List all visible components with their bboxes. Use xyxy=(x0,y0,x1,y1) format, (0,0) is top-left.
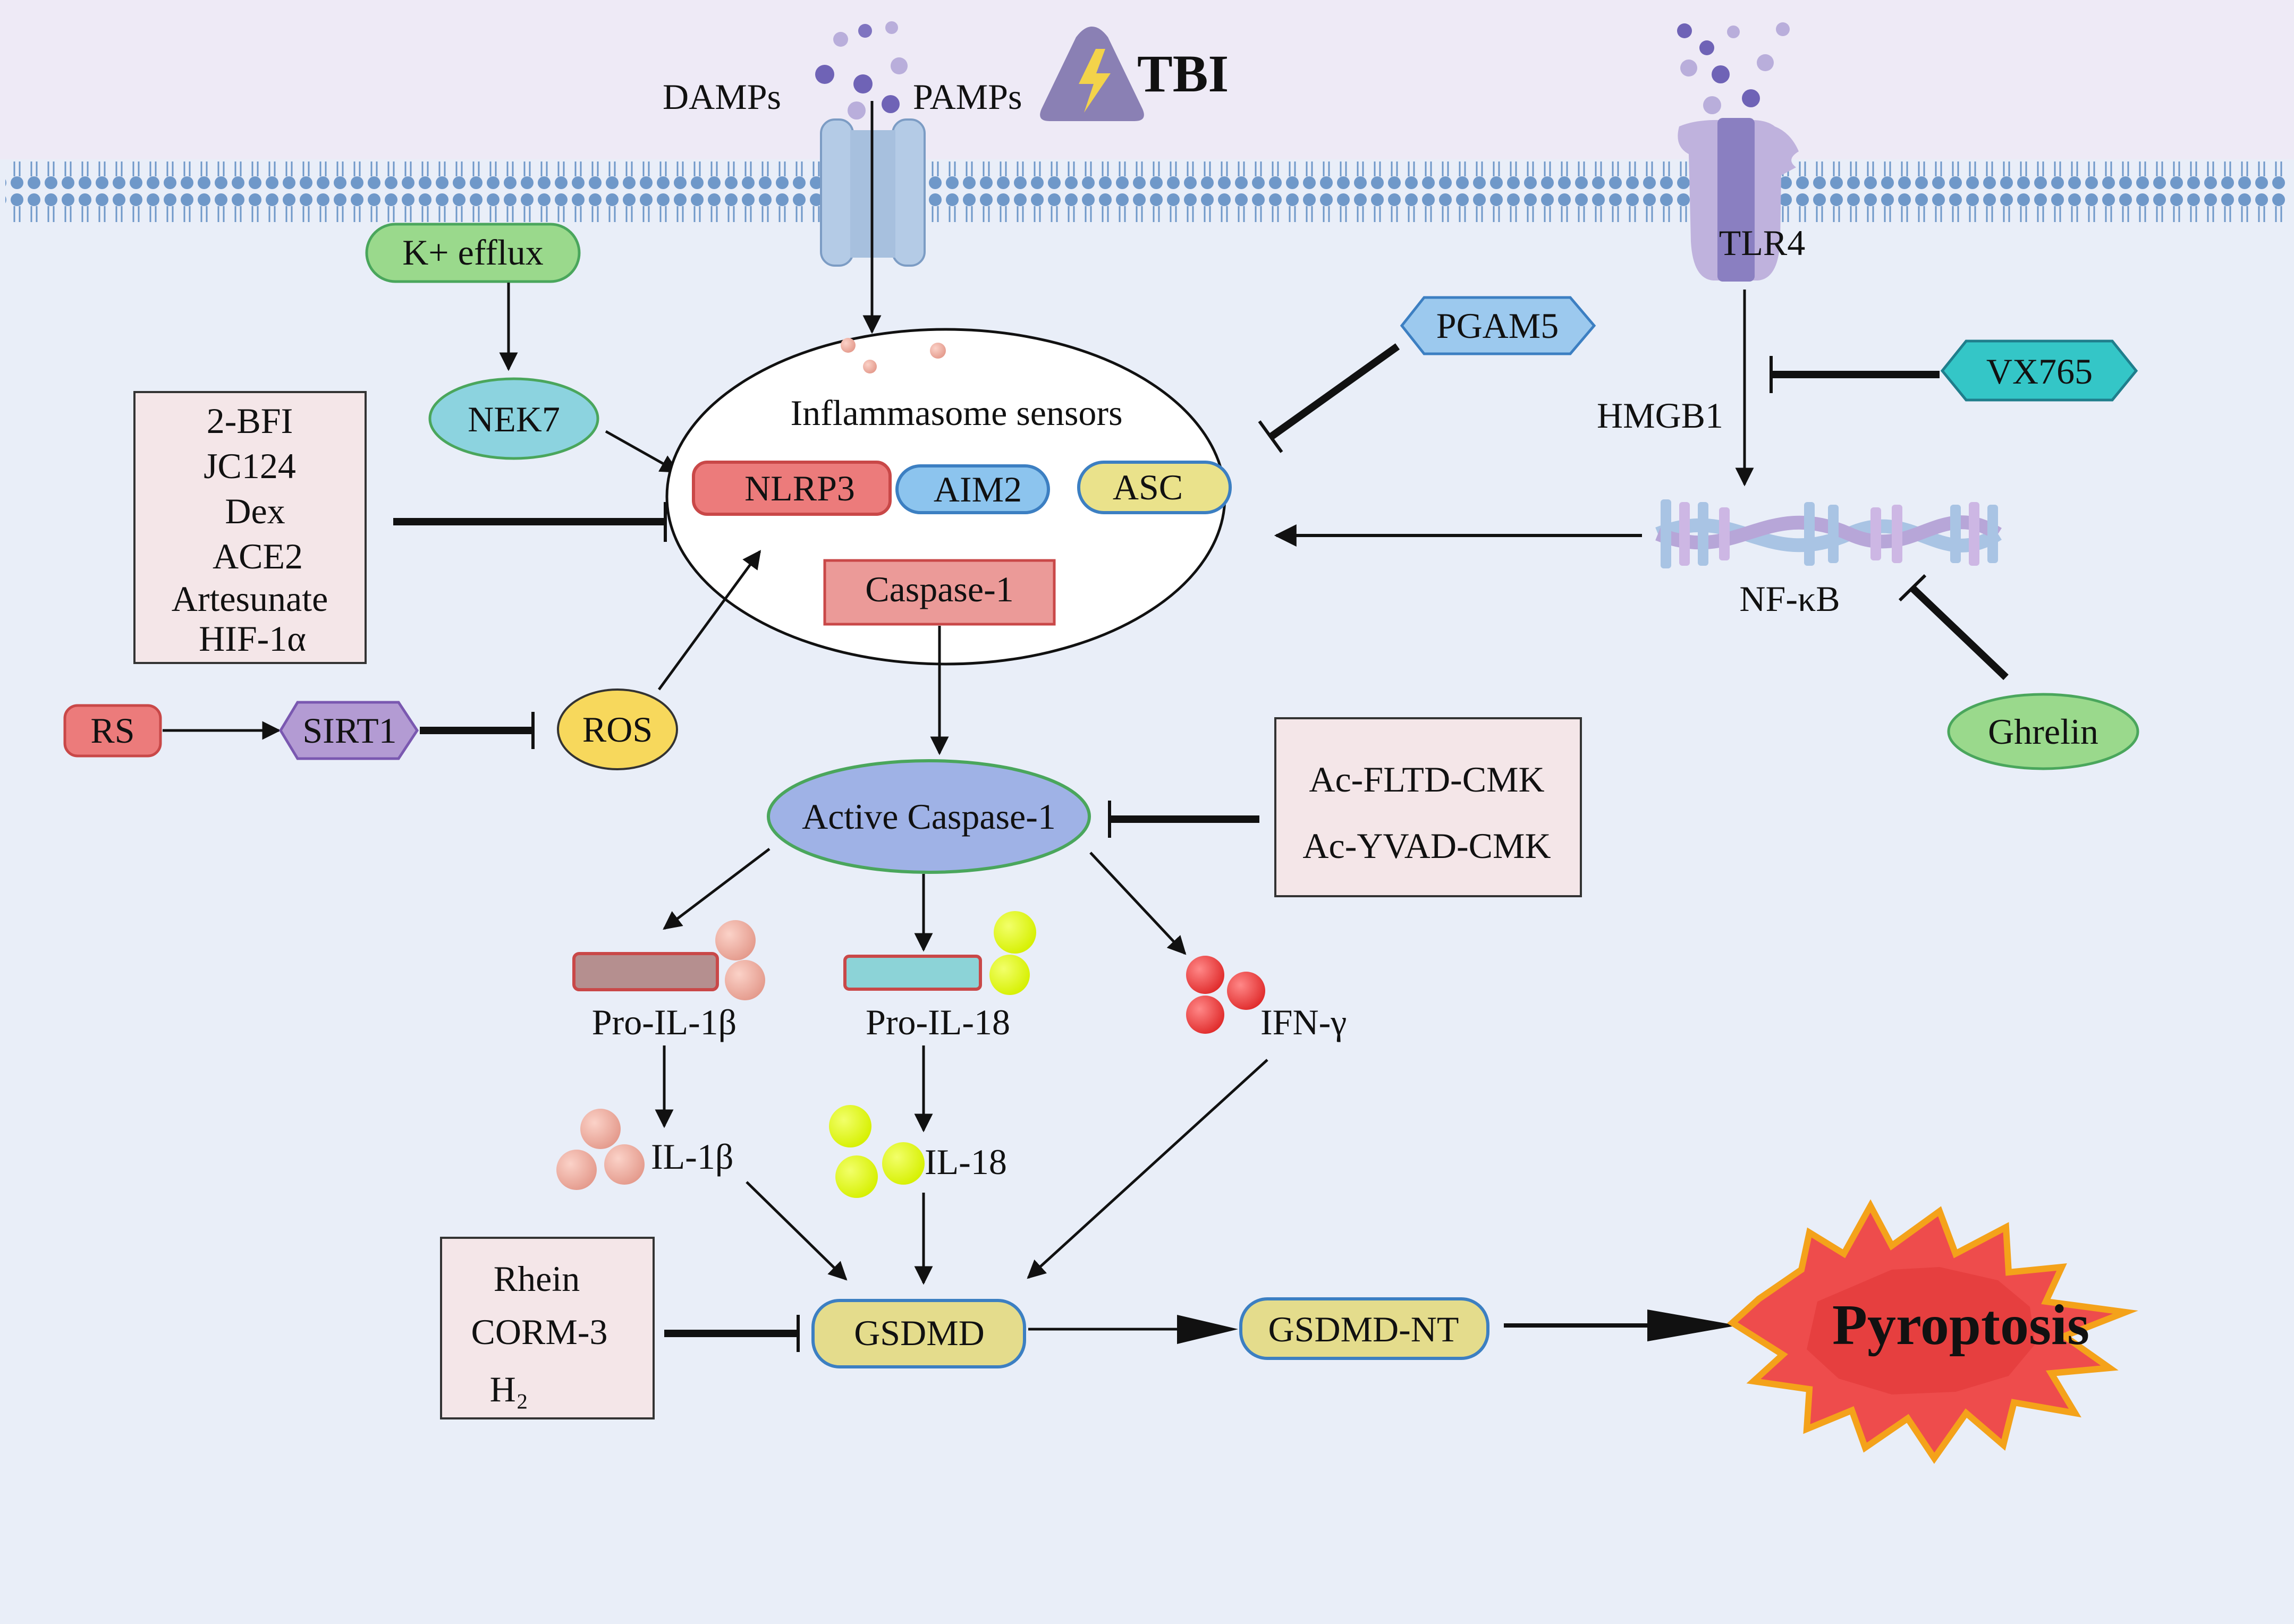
tbi-label: TBI xyxy=(1137,44,1229,103)
asc-label: ASC xyxy=(1113,467,1183,507)
active-caspase1-label: Active Caspase-1 xyxy=(802,796,1056,837)
damp-pamp-particles xyxy=(815,21,908,120)
nek7-node xyxy=(428,377,599,460)
gsdmd-nt-node xyxy=(1239,1297,1489,1360)
damps-label: DAMPs xyxy=(663,76,781,117)
rs-label: RS xyxy=(90,710,134,751)
inhibitor-h2: H₂ xyxy=(490,1369,529,1409)
inhibitor-corm3: CORM-3 xyxy=(471,1312,608,1352)
pro-il1b-label: Pro-IL-1β xyxy=(592,1002,737,1042)
left-inhibition-bar xyxy=(393,502,667,542)
sirt1-label: SIRT1 xyxy=(302,710,396,751)
tlr4-label: TLR4 xyxy=(1719,223,1805,263)
inhibitor-dex: Dex xyxy=(225,491,285,531)
pamps-label: PAMPs xyxy=(913,76,1022,117)
to-pro-il1b-arrow xyxy=(663,848,771,930)
caspase-inhibition-bar xyxy=(1108,801,1259,838)
inhibitor-ace2: ACE2 xyxy=(213,536,303,576)
il1b-icon xyxy=(556,1109,645,1190)
aim2-label: AIM2 xyxy=(934,469,1022,509)
caspase1-node xyxy=(823,559,1056,626)
pro-il18-icon xyxy=(843,911,1036,995)
ros-to-nlrp3-arrow xyxy=(657,550,761,691)
inhibitor-artesunate: Artesunate xyxy=(172,579,328,619)
ifn-to-gsdmd-arrow xyxy=(1027,1059,1268,1279)
pgam5-label: PGAM5 xyxy=(1436,305,1559,346)
ros-node xyxy=(557,688,678,770)
pro-il1b-icon xyxy=(572,920,765,1000)
hmgb1-label: HMGB1 xyxy=(1597,395,1723,436)
vx765-label: VX765 xyxy=(1986,351,2093,392)
pgam5-inhibition-bar xyxy=(1258,343,1400,453)
il18-icon xyxy=(829,1105,925,1198)
ifn-gamma-label: IFN-γ xyxy=(1260,1002,1347,1042)
inhibitor-ac-yvad-cmk: Ac-YVAD-CMK xyxy=(1302,826,1551,866)
il1b-label: IL-1β xyxy=(651,1136,733,1177)
gsdmd-nt-label: GSDMD-NT xyxy=(1268,1309,1459,1349)
ghrelin-node xyxy=(1947,693,2139,770)
nfkb-label: NF-κB xyxy=(1739,579,1840,619)
tbi-badge: TBI xyxy=(1040,27,1229,121)
to-pyroptosis-arrow xyxy=(1504,1310,1738,1341)
inhibitor-jc124: JC124 xyxy=(204,446,296,486)
vx765-inhibition-bar xyxy=(1770,356,1940,393)
k-efflux-node xyxy=(365,223,581,283)
nek7-label: NEK7 xyxy=(468,399,560,439)
inhibitor-box-left xyxy=(133,391,367,664)
nek7-to-nlrp3-arrow xyxy=(605,430,680,473)
gsdmd-node xyxy=(811,1299,1026,1368)
inhibitor-box-gsdmd xyxy=(440,1237,655,1419)
nlrp3-label: NLRP3 xyxy=(744,468,855,508)
ros-label: ROS xyxy=(582,709,653,750)
active-caspase1-node xyxy=(767,759,1091,874)
gsdmd-label: GSDMD xyxy=(854,1313,985,1353)
sirt1-node xyxy=(279,701,419,760)
k-efflux-label: K+ efflux xyxy=(402,232,544,273)
inhibitor-rhein: Rhein xyxy=(494,1259,580,1299)
caspase1-label: Caspase-1 xyxy=(865,569,1013,609)
vx765-node xyxy=(1940,339,2138,402)
inhibitor-box-caspase xyxy=(1274,717,1582,897)
inhibitor-hif1a: HIF-1α xyxy=(199,618,306,659)
inflammasome-particles xyxy=(841,338,946,373)
ifn-gamma-icon xyxy=(1186,956,1265,1034)
il18-label: IL-18 xyxy=(925,1142,1007,1182)
pyroptosis-label: Pyroptosis xyxy=(1832,1294,2089,1357)
inhibitor-ac-fltd-cmk: Ac-FLTD-CMK xyxy=(1309,759,1544,800)
ghrelin-label: Ghrelin xyxy=(1988,711,2098,752)
rs-node xyxy=(63,704,162,758)
ghrelin-inhibition-bar xyxy=(1898,574,2009,681)
aim2-node xyxy=(895,464,1050,514)
extracellular-space xyxy=(0,0,2294,159)
gsdmd-inhibition-bar xyxy=(664,1315,800,1352)
pgam5-node xyxy=(1400,296,1596,355)
nfkb-dna-icon xyxy=(1655,499,2002,568)
pyroptosis-burst-inner xyxy=(1807,1267,2035,1395)
gsdmd-to-nt-arrow xyxy=(1028,1315,1238,1344)
pro-il18-label: Pro-IL-18 xyxy=(866,1002,1010,1042)
inflammasome-title: Inflammasome sensors xyxy=(790,393,1122,433)
il1b-to-gsdmd-arrow xyxy=(746,1181,848,1281)
cell-membrane xyxy=(5,159,2289,223)
inhibitor-2bfi: 2-BFI xyxy=(207,401,293,441)
sirt1-inhibits-ros xyxy=(420,712,535,749)
to-ifn-gamma-arrow xyxy=(1089,852,1187,955)
lightning-icon xyxy=(1079,49,1111,113)
asc-node xyxy=(1077,461,1232,514)
nlrp3-node xyxy=(692,461,892,516)
tlr4-receptor xyxy=(1677,22,1799,282)
